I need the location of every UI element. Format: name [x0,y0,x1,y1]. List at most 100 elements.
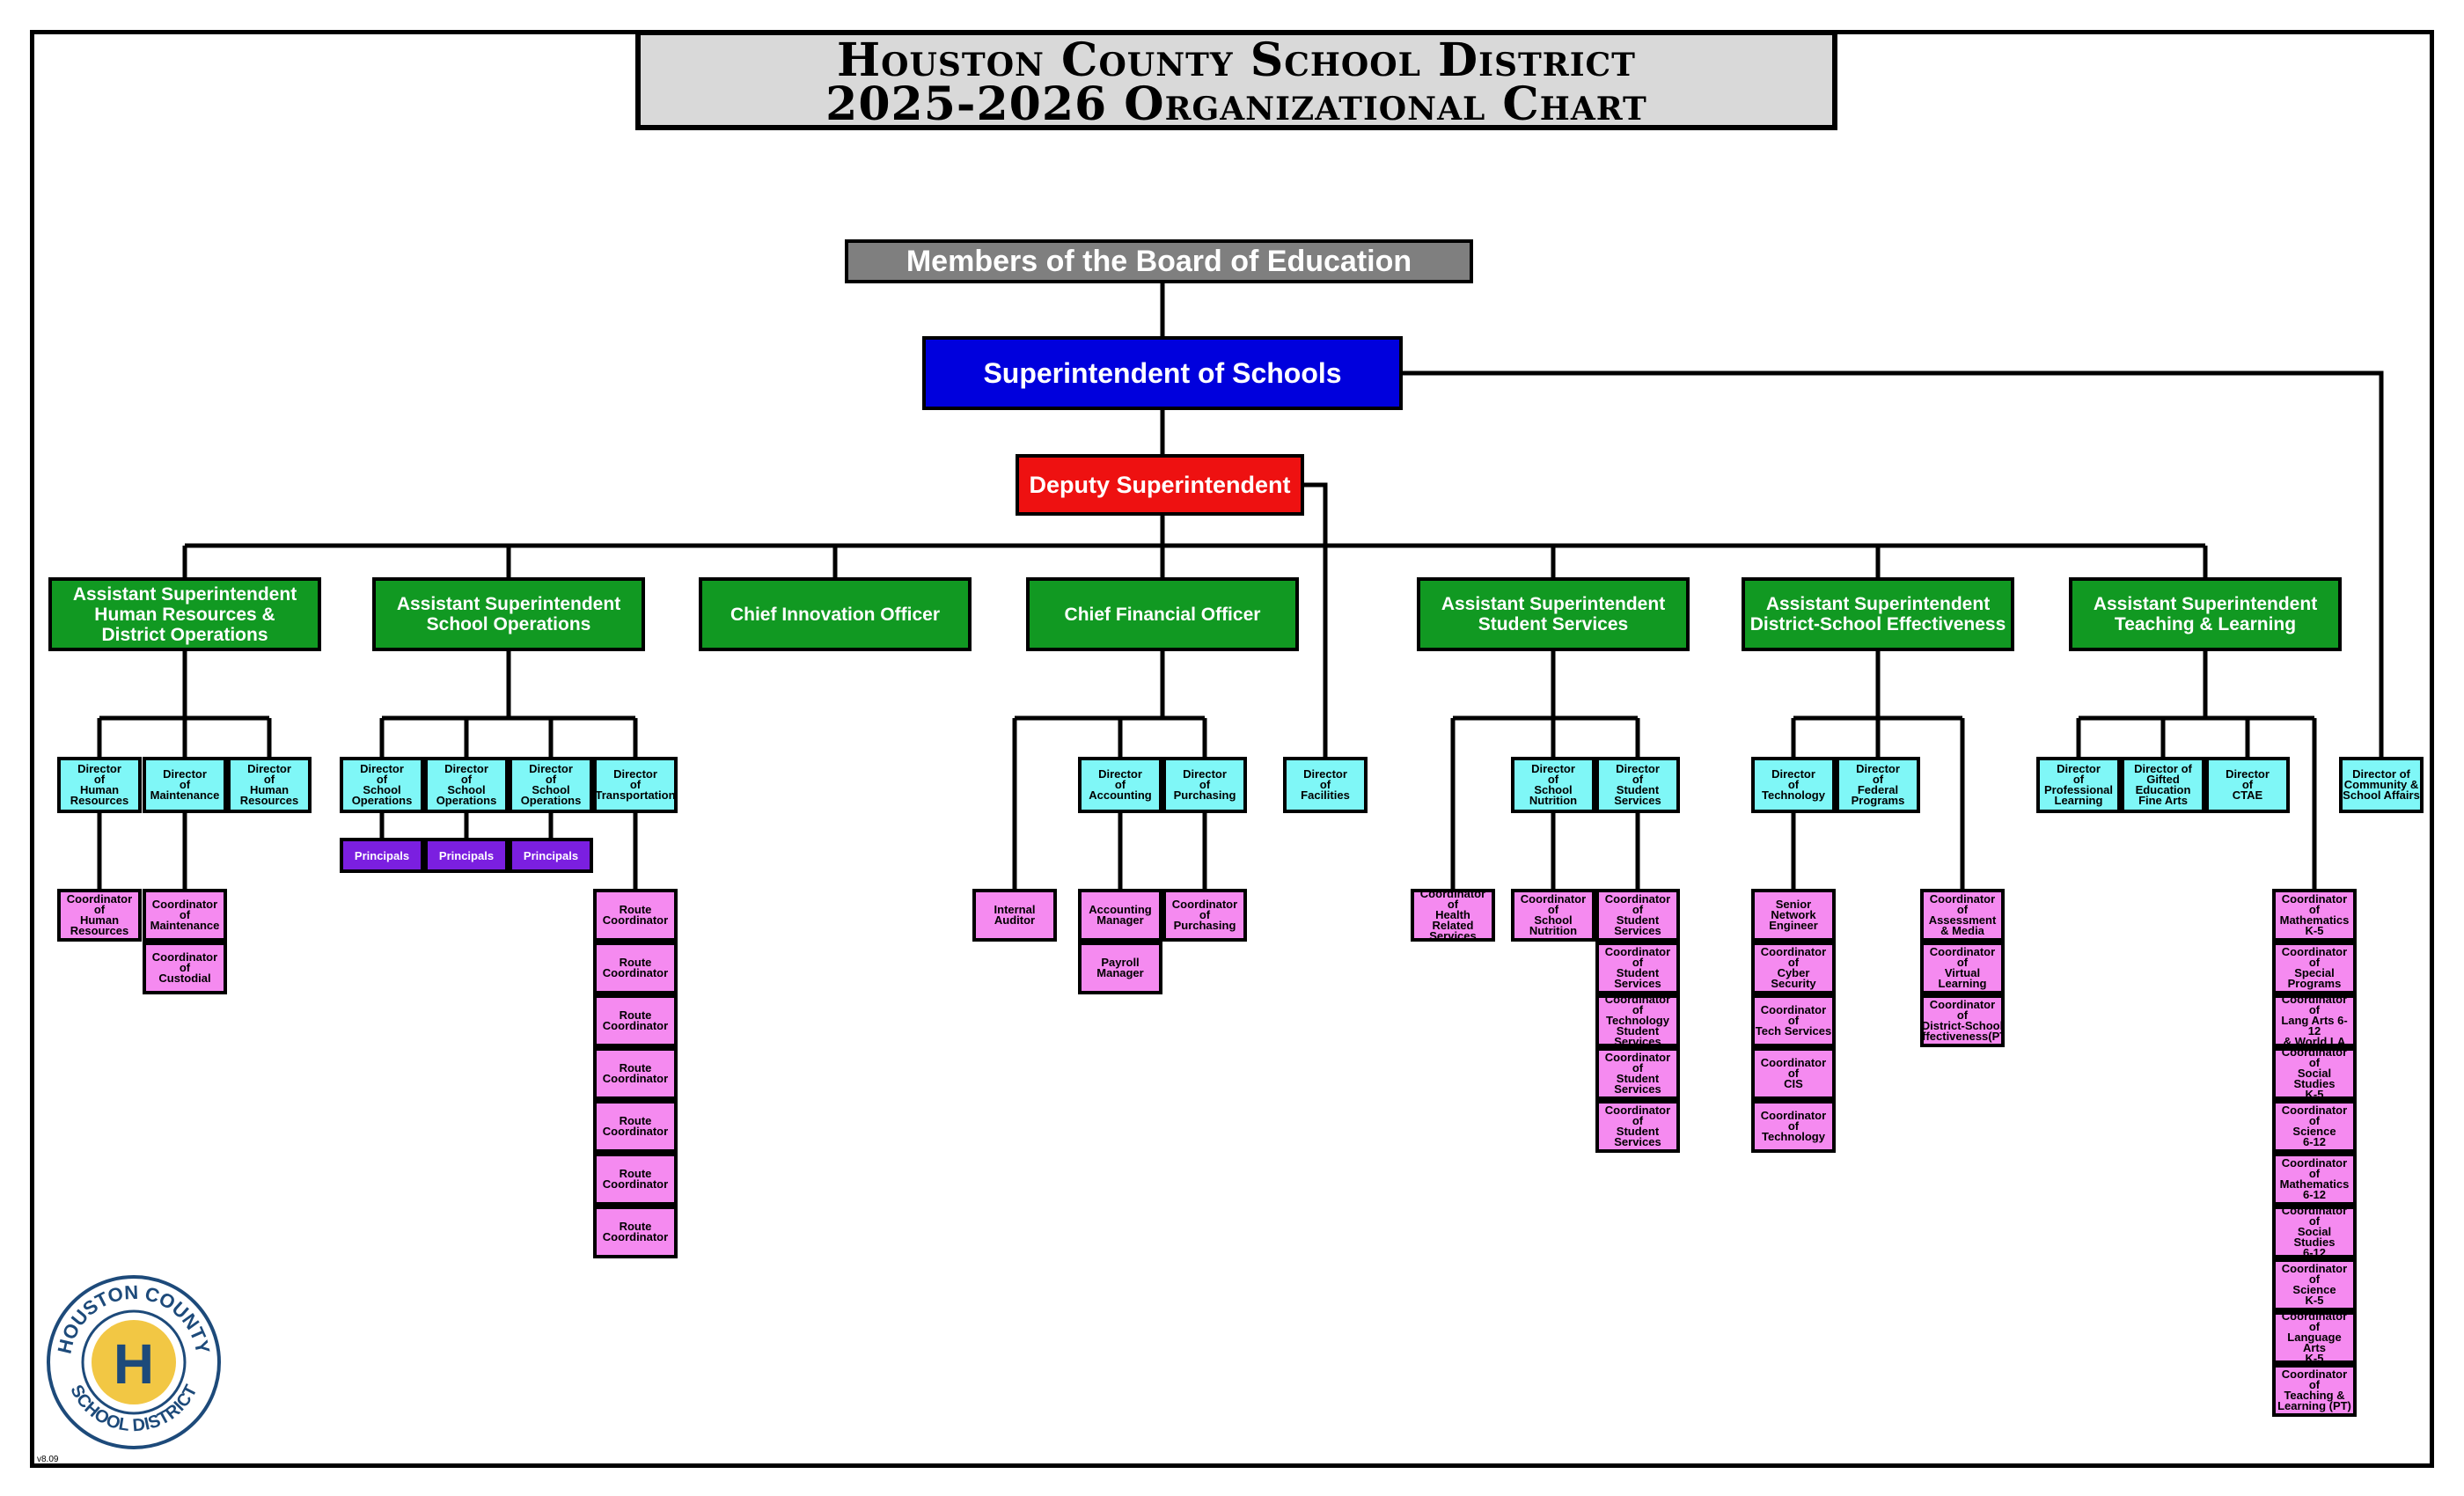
assessment-coordinator-2: Coordinator of District-School Effective… [1920,994,2005,1047]
hr-director-2: Director of Human Resources [227,757,312,813]
connector-super-community [1403,370,2384,764]
route-coordinator-6-label: Route Coordinator [602,1220,669,1243]
curriculum-coordinator-2-label: Coordinator of Lang Arts 6-12 & World LA [2281,994,2348,1047]
curriculum-coordinator-5: Coordinator of Mathematics 6-12 [2272,1153,2357,1206]
curriculum-coordinator-8-label: Coordinator of Language Arts K-5 [2281,1311,2348,1364]
internal-auditor-box: Internal Auditor [972,889,1057,942]
coordinator-human-resources: Coordinator of Human Resources [57,889,142,942]
coordinator-student-services-2-label: Coordinator of Technology Student Servic… [1604,994,1671,1047]
teaching-director-0-label: Director of Professional Learning [2043,762,2114,807]
curriculum-coordinator-0-label: Coordinator of Mathematics K-5 [2279,892,2350,937]
effectiveness-director-1-label: Director of Federal Programs [1851,762,1905,807]
technology-staff-3-label: Coordinator of CIS [1760,1056,1827,1090]
coordinator-student-services-0-label: Coordinator of Student Services [1604,892,1671,937]
coordinator-custodial: Coordinator of Custodial [143,942,227,994]
internal-auditor-box-label: Internal Auditor [994,903,1036,927]
teaching-director-1: Director of Gifted Education Fine Arts [2121,757,2205,813]
school-ops-director-0: Director of School Operations [340,757,424,813]
curriculum-coordinator-1-label: Coordinator of Special Programs [2281,945,2348,990]
route-coordinator-2: Route Coordinator [593,994,678,1047]
route-coordinator-5-label: Route Coordinator [602,1167,669,1191]
coordinator-maintenance-label: Coordinator of Maintenance [150,898,220,932]
route-coordinator-5: Route Coordinator [593,1153,678,1206]
teaching-director-2: Director of CTAE [2205,757,2290,813]
student-services-director-0: Director of School Nutrition [1511,757,1595,813]
chief-innovation-officer-box: Chief Innovation Officer [699,577,972,651]
payroll-manager-box-label: Payroll Manager [1096,956,1144,979]
hr-director-0-label: Director of Human Resources [70,762,129,807]
principals-box-0: Principals [340,838,424,873]
principals-box-1-label: Principals [438,848,495,862]
hr-director-1: Director of Maintenance [143,757,227,813]
superintendent-box: Superintendent of Schools [922,336,1403,410]
coordinator-purchasing-box: Coordinator of Purchasing [1162,889,1247,942]
curriculum-coordinator-3: Coordinator of Social Studies K-5 [2272,1047,2357,1100]
school-ops-director-1-label: Director of School Operations [436,762,497,807]
curriculum-coordinator-6: Coordinator of Social Studies 6-12 [2272,1206,2357,1258]
coordinator-student-services-2: Coordinator of Technology Student Servic… [1595,994,1680,1047]
coordinator-student-services-1-label: Coordinator of Student Services [1604,945,1671,990]
coordinator-student-services-4-label: Coordinator of Student Services [1604,1104,1671,1148]
assessment-coordinator-0: Coordinator of Assessment & Media [1920,889,2005,942]
technology-staff-1: Coordinator of Cyber Security [1751,942,1836,994]
curriculum-coordinator-4-label: Coordinator of Science 6-12 [2281,1104,2348,1148]
assessment-coordinator-2-label: Coordinator of District-School Effective… [1921,998,2004,1043]
teaching-director-2-label: Director of CTAE [2226,767,2270,802]
hr-director-1-label: Director of Maintenance [150,767,220,802]
student-services-director-1: Director of Student Services [1595,757,1680,813]
curriculum-coordinator-1: Coordinator of Special Programs [2272,942,2357,994]
coordinator-purchasing-box-label: Coordinator of Purchasing [1171,898,1238,932]
curriculum-coordinator-5-label: Coordinator of Mathematics 6-12 [2279,1156,2350,1201]
hr-director-2-label: Director of Human Resources [239,762,299,807]
district-seal-logo: HOUSTON COUNTY SCHOOL DISTRICT H [47,1275,221,1449]
board-of-education-box-label: Members of the Board of Education [906,244,1412,278]
curriculum-coordinator-7: Coordinator of Science K-5 [2272,1258,2357,1311]
route-coordinator-0-label: Route Coordinator [602,903,669,927]
asst-hr-ops-box: Assistant Superintendent Human Resources… [48,577,321,651]
teaching-director-1-label: Director of Gifted Education Fine Arts [2134,762,2192,807]
accounting-manager-box: Accounting Manager [1078,889,1162,942]
asst-teaching-learning-box-label: Assistant Superintendent Teaching & Lear… [2093,594,2318,634]
technology-staff-0-label: Senior Network Engineer [1769,898,1818,932]
coordinator-student-services-3: Coordinator of Student Services [1595,1047,1680,1100]
finance-director-0-label: Director of Accounting [1089,767,1152,802]
coordinator-student-services-0: Coordinator of Student Services [1595,889,1680,942]
connector-deputy-facilities [1304,482,1328,764]
curriculum-coordinator-7-label: Coordinator of Science K-5 [2281,1262,2348,1307]
effectiveness-director-0: Director of Technology [1751,757,1836,813]
finance-director-1: Director of Purchasing [1162,757,1247,813]
curriculum-coordinator-2: Coordinator of Lang Arts 6-12 & World LA [2272,994,2357,1047]
teaching-director-0: Director of Professional Learning [2036,757,2121,813]
assessment-coordinator-1-label: Coordinator of Virtual Learning [1929,945,1996,990]
coordinator-custodial-label: Coordinator of Custodial [151,950,218,985]
route-coordinator-6: Route Coordinator [593,1206,678,1258]
technology-staff-3: Coordinator of CIS [1751,1047,1836,1100]
curriculum-coordinator-3-label: Coordinator of Social Studies K-5 [2281,1047,2348,1100]
coordinator-human-resources-label: Coordinator of Human Resources [66,892,133,937]
effectiveness-director-1: Director of Federal Programs [1836,757,1920,813]
payroll-manager-box: Payroll Manager [1078,942,1162,994]
curriculum-coordinator-9: Coordinator of Teaching & Learning (PT) [2272,1364,2357,1417]
school-ops-director-0-label: Director of School Operations [351,762,413,807]
coordinator-student-services-1: Coordinator of Student Services [1595,942,1680,994]
chief-innovation-officer-box-label: Chief Innovation Officer [730,604,940,625]
school-ops-director-3-label: Director of Transportation [595,767,676,802]
asst-district-effectiveness-box: Assistant Superintendent District-School… [1742,577,2014,651]
curriculum-coordinator-9-label: Coordinator of Teaching & Learning (PT) [2277,1368,2351,1412]
route-coordinator-4: Route Coordinator [593,1100,678,1153]
director-community-affairs-box-label: Director of Community & School Affairs [2343,767,2420,802]
technology-staff-4-label: Coordinator of Technology [1760,1109,1827,1143]
route-coordinator-2-label: Route Coordinator [602,1008,669,1032]
deputy-superintendent-box: Deputy Superintendent [1016,454,1304,516]
coordinator-school-nutrition-label: Coordinator of School Nutrition [1520,892,1587,937]
asst-student-services-box-label: Assistant Superintendent Student Service… [1441,594,1666,634]
accounting-manager-box-label: Accounting Manager [1089,903,1152,927]
route-coordinator-3-label: Route Coordinator [602,1061,669,1085]
technology-staff-2-label: Coordinator of Tech Services [1755,1003,1832,1038]
director-facilities-box: Director of Facilities [1283,757,1368,813]
asst-teaching-learning-box: Assistant Superintendent Teaching & Lear… [2069,577,2342,651]
curriculum-coordinator-0: Coordinator of Mathematics K-5 [2272,889,2357,942]
assessment-coordinator-1: Coordinator of Virtual Learning [1920,942,2005,994]
technology-staff-4: Coordinator of Technology [1751,1100,1836,1153]
